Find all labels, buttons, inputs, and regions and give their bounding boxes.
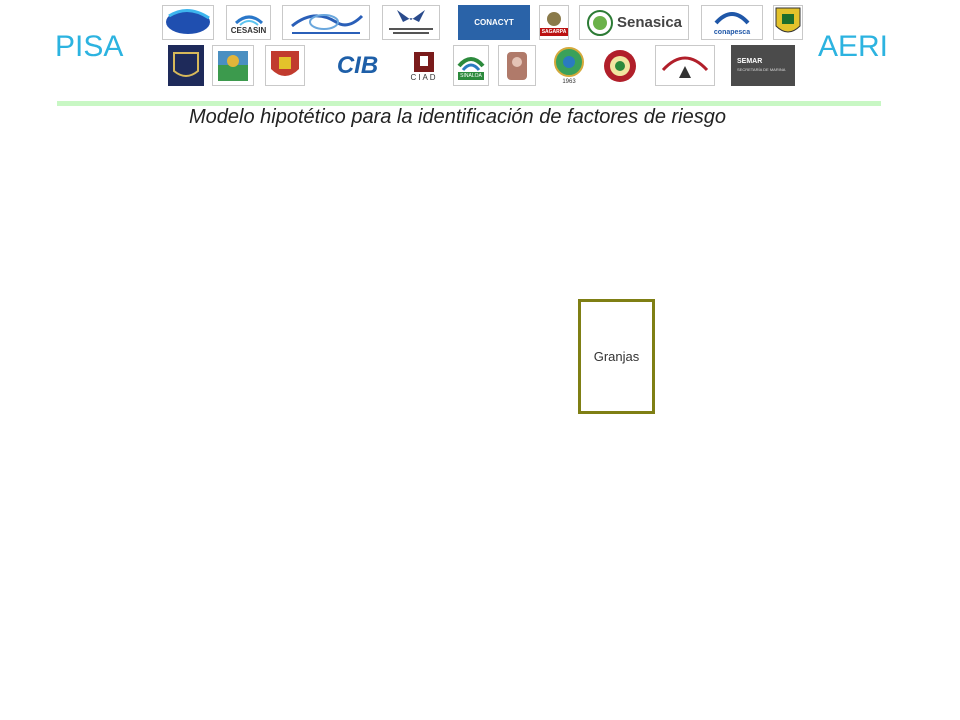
header-divider xyxy=(57,101,881,106)
logo-comite-nayarit xyxy=(282,5,370,40)
logo-shield-3 xyxy=(265,45,305,86)
logo-sinaloa: SINALOA xyxy=(453,45,489,86)
logo-red-diagnostico xyxy=(655,45,715,86)
left-title: PISA xyxy=(55,30,124,63)
logo-ciad: CIAD xyxy=(404,45,444,86)
logo-semar: SEMAR SECRETARÍA DE MARINA xyxy=(731,45,795,86)
logo-conapesca: conapesca xyxy=(701,5,763,40)
logo-sagarpa: SAGARPA xyxy=(539,5,569,40)
logo-round-seal-1: 1963 xyxy=(545,45,593,86)
diagram-node-label: Granjas xyxy=(593,349,640,364)
logo-shield-2 xyxy=(212,45,254,86)
logo-cesasin: CESASIN xyxy=(226,5,271,40)
right-title: AERI xyxy=(818,30,889,63)
diagram-node-granjas: Granjas xyxy=(578,299,655,414)
logo-brown-emblem xyxy=(498,45,536,86)
logo-comite-sanidad-1 xyxy=(162,5,214,40)
page-subtitle: Modelo hipotético para la identificación… xyxy=(189,106,726,128)
logo-comite-bcs xyxy=(382,5,440,40)
logo-senasica: Senasica xyxy=(579,5,689,40)
logo-unam xyxy=(168,45,204,86)
logo-round-seal-2 xyxy=(601,45,639,86)
logo-shield-1 xyxy=(773,5,803,40)
logo-cib: CIB xyxy=(330,45,385,86)
logo-conacyt: CONACYT xyxy=(458,5,530,40)
